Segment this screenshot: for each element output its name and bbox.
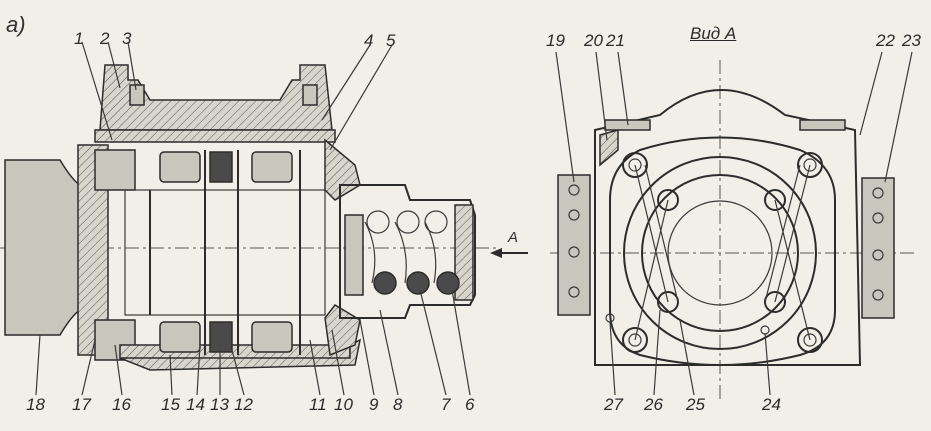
inner-drum	[124, 189, 326, 316]
callout-22: 22	[876, 31, 895, 50]
callout-9: 9	[369, 395, 379, 414]
callout-1: 1	[74, 29, 84, 48]
callout-20: 20	[584, 31, 603, 50]
section-view	[0, 41, 528, 396]
callout-18: 18	[26, 395, 45, 414]
links	[634, 164, 811, 341]
callout-4: 4	[364, 31, 374, 50]
spring-cap	[454, 204, 474, 301]
top-housing	[99, 64, 333, 131]
bearing-top-right	[251, 151, 293, 183]
callout-25: 25	[686, 395, 705, 414]
view-arrow-label: A	[508, 229, 519, 246]
callout-10: 10	[334, 395, 353, 414]
shaft-flange	[4, 159, 81, 336]
callout-16: 16	[112, 395, 131, 414]
callout-15: 15	[161, 395, 180, 414]
bearing-bottom-right	[251, 321, 293, 353]
callout-12: 12	[234, 395, 253, 414]
left-bracket	[557, 174, 591, 316]
bearing-top-left	[159, 151, 201, 183]
callout-21: 21	[606, 31, 625, 50]
view-title: Вид А	[690, 24, 737, 43]
inner-bolts	[657, 189, 786, 313]
callout-2: 2	[100, 29, 110, 48]
callout-13: 13	[210, 395, 229, 414]
callout-26: 26	[644, 395, 663, 414]
callout-14: 14	[186, 395, 205, 414]
end-view	[550, 51, 915, 400]
bottom-housing	[119, 338, 362, 371]
callout-5: 5	[386, 31, 396, 50]
callout-3: 3	[122, 29, 132, 48]
callout-8: 8	[393, 395, 403, 414]
end-leaders	[555, 51, 913, 396]
callout-7: 7	[441, 395, 451, 414]
corner-bolts	[622, 152, 823, 353]
callout-24: 24	[762, 395, 781, 414]
spring-set	[364, 210, 460, 295]
section-leaders	[35, 41, 471, 396]
bearing-bottom-left	[159, 321, 201, 353]
bore	[667, 200, 773, 306]
callout-6: 6	[465, 395, 475, 414]
callout-27: 27	[604, 395, 623, 414]
right-bracket	[861, 177, 895, 319]
callout-11: 11	[309, 395, 327, 414]
callout-23: 23	[902, 31, 921, 50]
panel-label: а)	[6, 12, 26, 37]
flange-plate	[609, 136, 836, 366]
end-housing	[594, 89, 862, 366]
callout-17: 17	[72, 395, 91, 414]
callout-19: 19	[546, 31, 565, 50]
